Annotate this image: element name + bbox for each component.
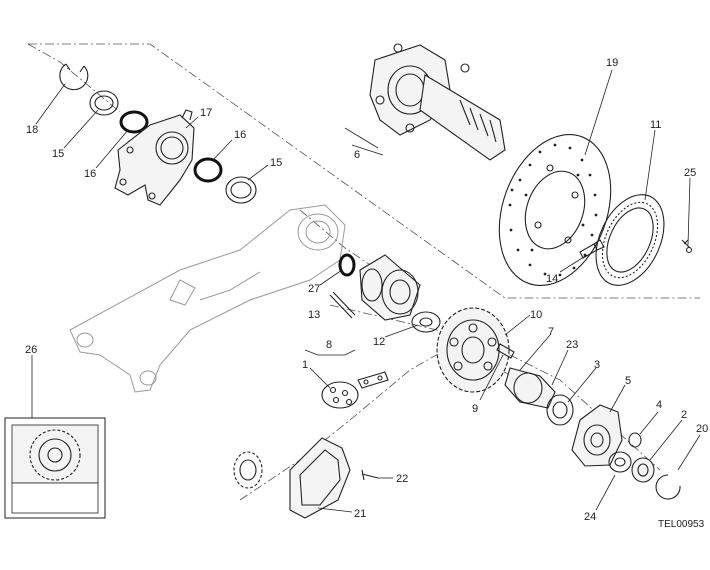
washer-part	[89, 90, 119, 116]
spacer-part	[411, 311, 441, 333]
callout-15: 15	[270, 157, 282, 169]
callout-1: 1	[302, 359, 308, 371]
washer-part	[608, 451, 632, 473]
callout-21: 21	[354, 508, 366, 520]
sprocket-detail-inset	[4, 417, 106, 519]
callout-17: 17	[200, 107, 212, 119]
callout-16: 16	[84, 168, 96, 180]
callout-18: 18	[26, 124, 38, 136]
snap-ring-part	[338, 253, 356, 277]
flange-part	[571, 404, 623, 467]
callout-16: 16	[234, 129, 246, 141]
stud-part	[496, 343, 515, 359]
callout-12: 12	[373, 336, 385, 348]
callout-4: 4	[656, 399, 662, 411]
brake-disc-part	[498, 134, 612, 286]
circlip-part	[655, 474, 681, 500]
diagram-reference-code: TEL00953	[658, 519, 705, 530]
callout-22: 22	[396, 473, 408, 485]
callout-19: 19	[606, 57, 618, 69]
rear-hub-axle-part	[369, 43, 506, 161]
eccentric-hub-part	[359, 254, 421, 321]
callout-15: 15	[52, 148, 64, 160]
callout-11: 11	[650, 119, 661, 131]
axle-nut-part	[631, 457, 655, 483]
callout-3: 3	[594, 359, 600, 371]
callout-14: 14	[546, 273, 558, 285]
callout-7: 7	[548, 326, 554, 338]
callout-13: 13	[308, 309, 320, 321]
callout-5: 5	[625, 375, 631, 387]
callout-2: 2	[681, 409, 687, 421]
callout-24: 24	[584, 511, 596, 523]
caliper-bracket-part	[114, 109, 195, 206]
callout-6: 6	[354, 149, 360, 161]
screw-part	[681, 239, 693, 254]
callout-27: 27	[308, 283, 320, 295]
sprocket-part	[436, 307, 510, 393]
bearing-spacer-part	[504, 367, 556, 409]
pin-part	[329, 291, 356, 319]
washer-part	[546, 394, 574, 426]
nut-part	[628, 432, 642, 448]
bolt-part	[361, 469, 379, 481]
callout-9: 9	[472, 403, 478, 415]
callout-10: 10	[530, 309, 542, 321]
disc-bolt-part	[579, 239, 605, 259]
callout-26: 26	[25, 344, 37, 356]
callout-20: 20	[696, 423, 708, 435]
callout-23: 23	[566, 339, 578, 351]
swingarm-outline	[69, 204, 346, 393]
callout-labels: 18 15 16 17 16 15 6 19 11 25 14 27 13 12…	[25, 57, 708, 523]
callout-25: 25	[684, 167, 696, 179]
o-ring-part	[193, 157, 223, 183]
o-ring-part	[119, 110, 149, 134]
abs-tone-ring-part	[595, 194, 665, 286]
sprocket-cover-part	[233, 437, 351, 519]
callout-leader-lines	[31, 69, 701, 513]
washer-part	[225, 176, 257, 204]
chain-link-part	[321, 371, 389, 409]
circlip-part	[59, 63, 89, 91]
callout-8: 8	[326, 339, 332, 351]
